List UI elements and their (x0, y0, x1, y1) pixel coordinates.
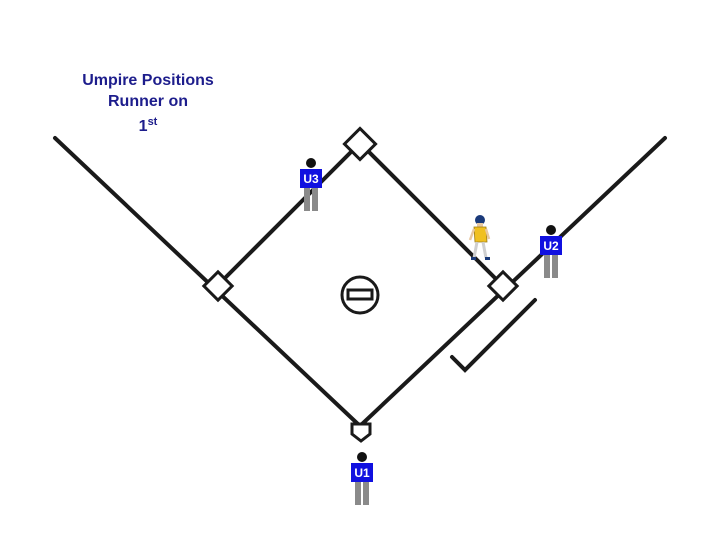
umpire-u3-label: U3 (303, 172, 319, 186)
umpire-u3-head (306, 158, 316, 168)
umpire-u1-head (357, 452, 367, 462)
diagram-title: Umpire Positions Runner on 1st (58, 70, 238, 137)
umpire-u1: U1 (351, 452, 373, 505)
first-base (486, 269, 520, 303)
umpire-u2-left-leg (544, 255, 550, 278)
runner-on-first (468, 215, 491, 260)
runner-helmet (475, 215, 485, 225)
home-plate (350, 422, 372, 443)
runner-right-arm (484, 228, 491, 240)
umpire-u3-left-leg (304, 188, 310, 211)
umpire-u1-shirt (351, 463, 373, 482)
pitchers-rubber (346, 288, 374, 301)
runner-right-shoe (485, 257, 490, 260)
title-line-3-sup: st (147, 116, 158, 128)
title-line-1: Umpire Positions (82, 72, 214, 89)
umpire-u2-head (546, 225, 556, 235)
runner-jersey (473, 226, 488, 243)
umpire-u2-right-leg (552, 255, 558, 278)
umpire-u3-shirt (300, 169, 322, 188)
title-line-3-main: 1 (138, 118, 148, 135)
umpire-u2-shirt (540, 236, 562, 255)
umpire-u3-right-leg (312, 188, 318, 211)
title-line-2: Runner on (108, 93, 188, 110)
third-to-second-baseline (216, 141, 362, 287)
pitchers-mound (340, 275, 380, 315)
umpire-u1-label: U1 (354, 466, 370, 480)
second-base (342, 126, 378, 162)
umpire-u2: U2 (540, 225, 562, 278)
title-line-3: 1st (58, 112, 238, 137)
runners-lane (450, 298, 537, 373)
umpire-u1-left-leg (355, 482, 361, 505)
runner-left-shoe (471, 257, 476, 260)
runner-left-arm (468, 228, 476, 241)
umpire-u3: U3 (300, 158, 322, 211)
second-to-first-baseline (358, 141, 505, 288)
umpire-u2-label: U2 (543, 239, 559, 253)
runner-right-leg (481, 241, 488, 259)
runner-left-leg (472, 241, 479, 259)
third-base (201, 269, 235, 303)
runner-face (477, 223, 483, 227)
umpire-u1-right-leg (363, 482, 369, 505)
